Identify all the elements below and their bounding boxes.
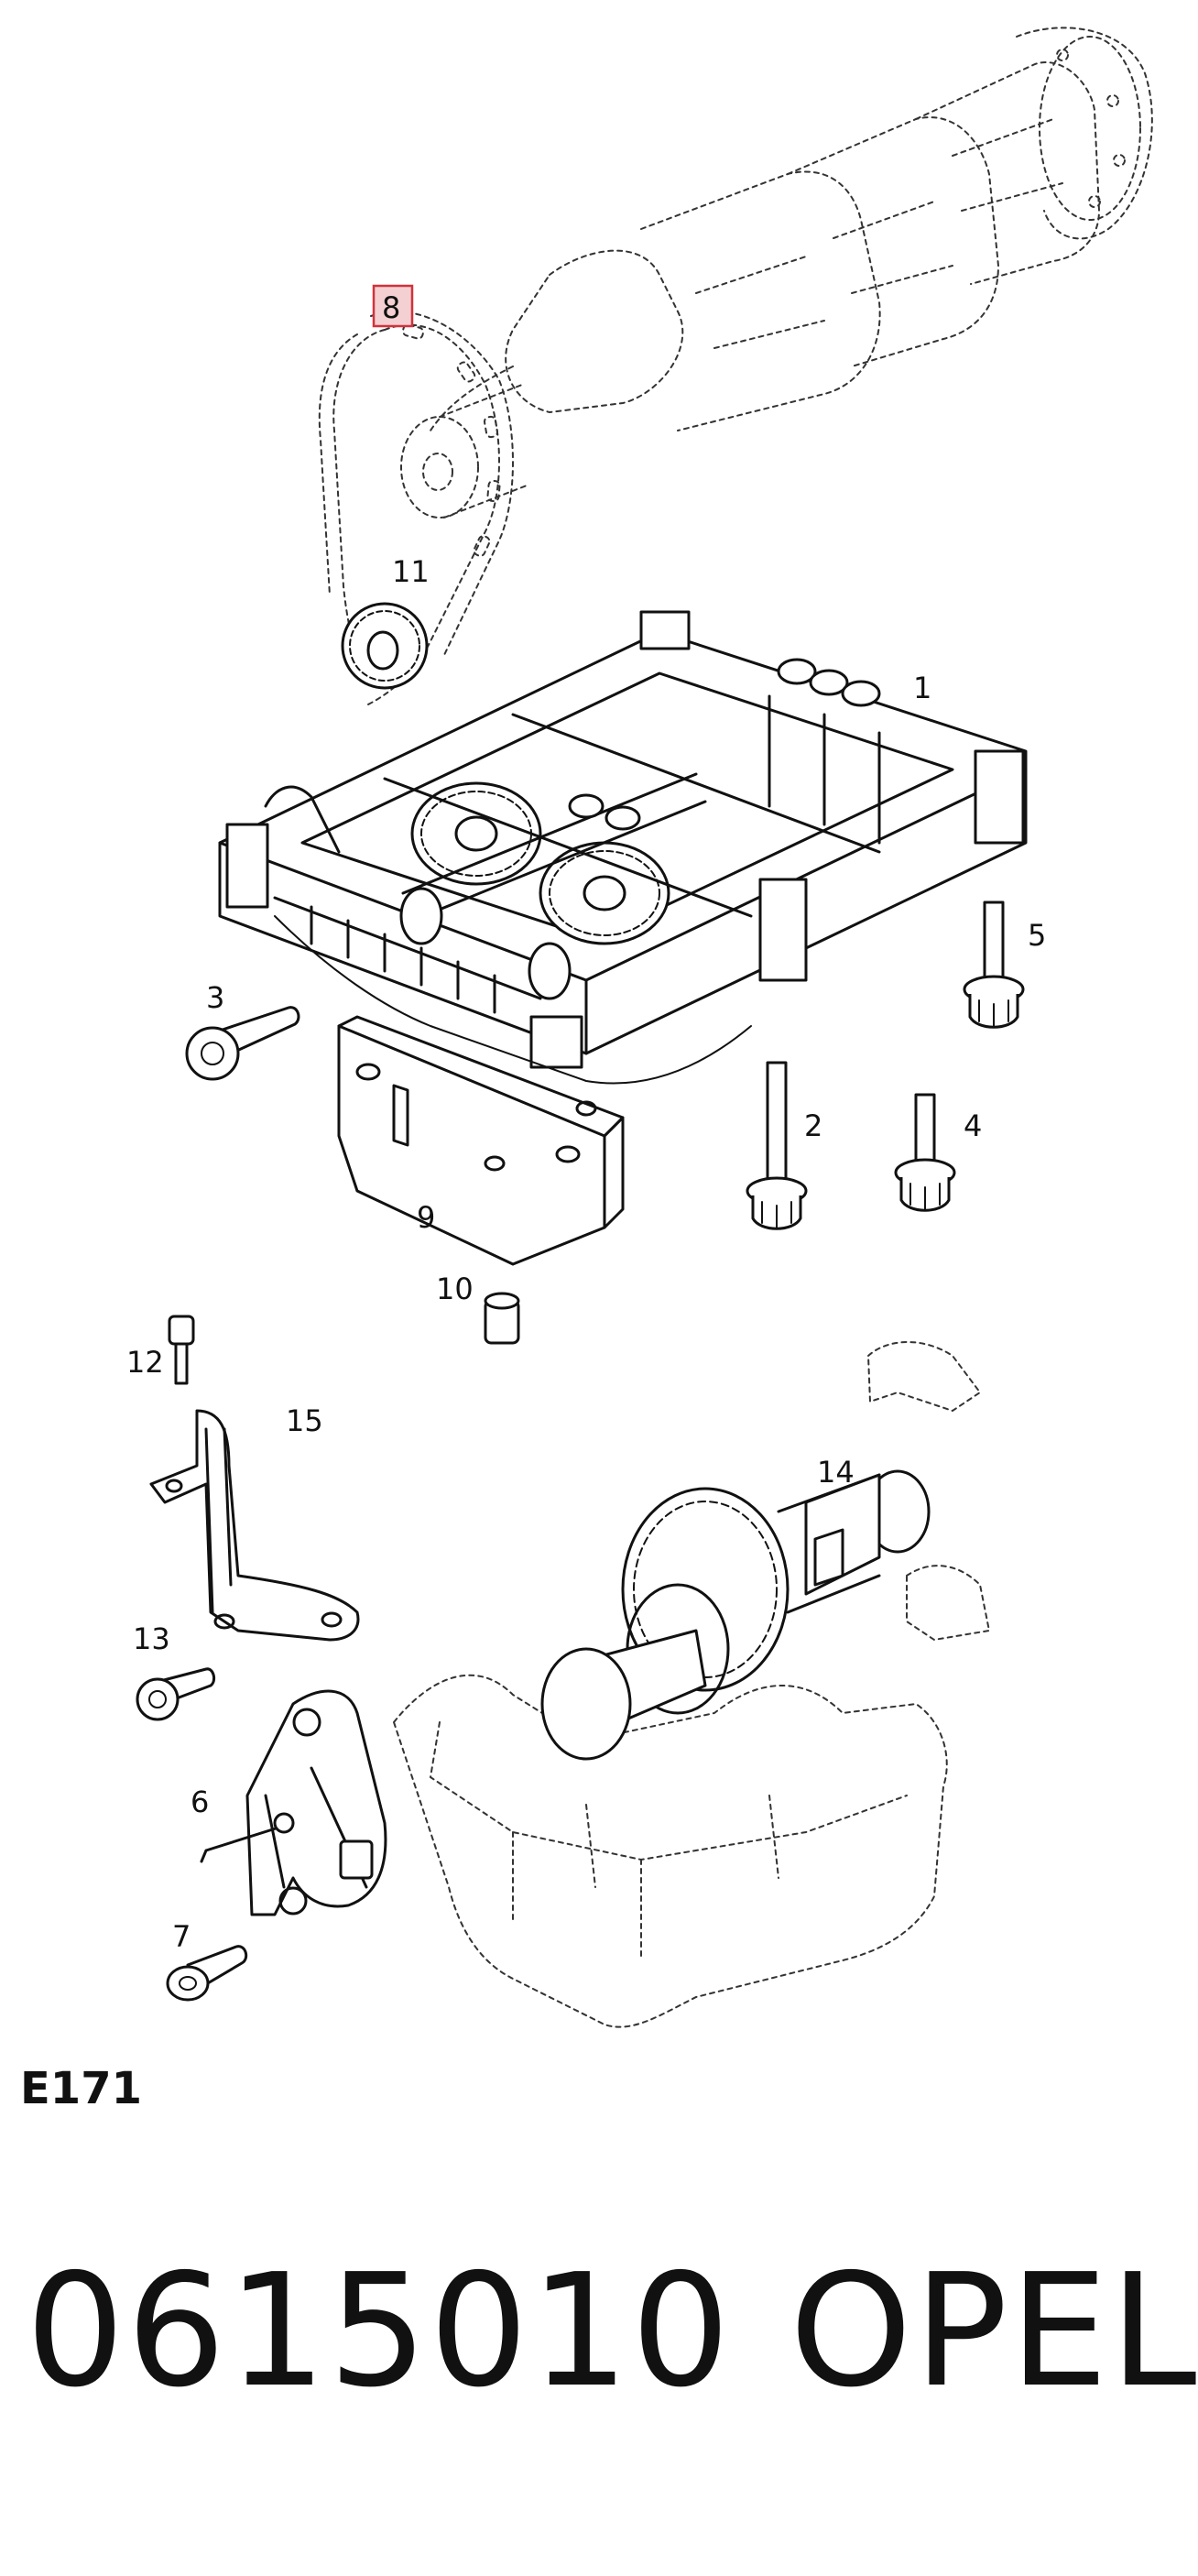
callout-1[interactable]: 1 <box>913 671 931 705</box>
callout-9[interactable]: 9 <box>417 1200 435 1235</box>
callout-labels: 8 11 1 5 3 2 4 9 10 12 15 14 13 6 7 <box>126 284 1046 1954</box>
callout-12[interactable]: 12 <box>126 1345 164 1380</box>
bolt-2 <box>746 1061 808 1230</box>
callout-2[interactable]: 2 <box>804 1108 822 1143</box>
crankshaft <box>400 27 1153 518</box>
exploded-parts-diagram: 8 11 1 5 3 2 4 9 10 12 15 14 13 6 7 <box>126 27 1153 2028</box>
callout-8-highlight[interactable] <box>372 284 414 328</box>
bearing-block <box>392 1341 991 2028</box>
chain-guide-rail <box>149 1409 360 1642</box>
chain-sprocket <box>341 602 429 690</box>
callout-3[interactable]: 3 <box>206 980 224 1015</box>
callout-7[interactable]: 7 <box>172 1919 191 1954</box>
screw-12 <box>168 1315 195 1385</box>
bolt-3 <box>185 1006 300 1081</box>
callout-13[interactable]: 13 <box>133 1621 170 1656</box>
callout-15[interactable]: 15 <box>286 1403 323 1438</box>
oil-pump <box>337 1015 625 1266</box>
bolt-10 <box>484 1292 520 1345</box>
bolt-5 <box>963 901 1025 1029</box>
diagram-code: E171 <box>20 2063 142 2114</box>
chain-tensioner <box>200 1689 387 1916</box>
callout-6[interactable]: 6 <box>191 1785 209 1819</box>
callout-5[interactable]: 5 <box>1028 918 1046 953</box>
bolt-7 <box>166 1945 248 2002</box>
balance-shaft <box>540 1469 931 1761</box>
bolt-4 <box>894 1093 956 1212</box>
balancer-shaft-housing <box>218 610 1028 1085</box>
callout-10[interactable]: 10 <box>436 1272 474 1306</box>
callout-8[interactable]: 8 <box>382 290 400 325</box>
bolt-13 <box>136 1667 216 1721</box>
callout-14[interactable]: 14 <box>817 1455 855 1490</box>
part-number: 0615010 <box>26 2241 733 2422</box>
callout-11[interactable]: 11 <box>392 554 430 589</box>
callout-4[interactable]: 4 <box>964 1108 982 1143</box>
brand-name: OPEL <box>790 2241 1198 2422</box>
